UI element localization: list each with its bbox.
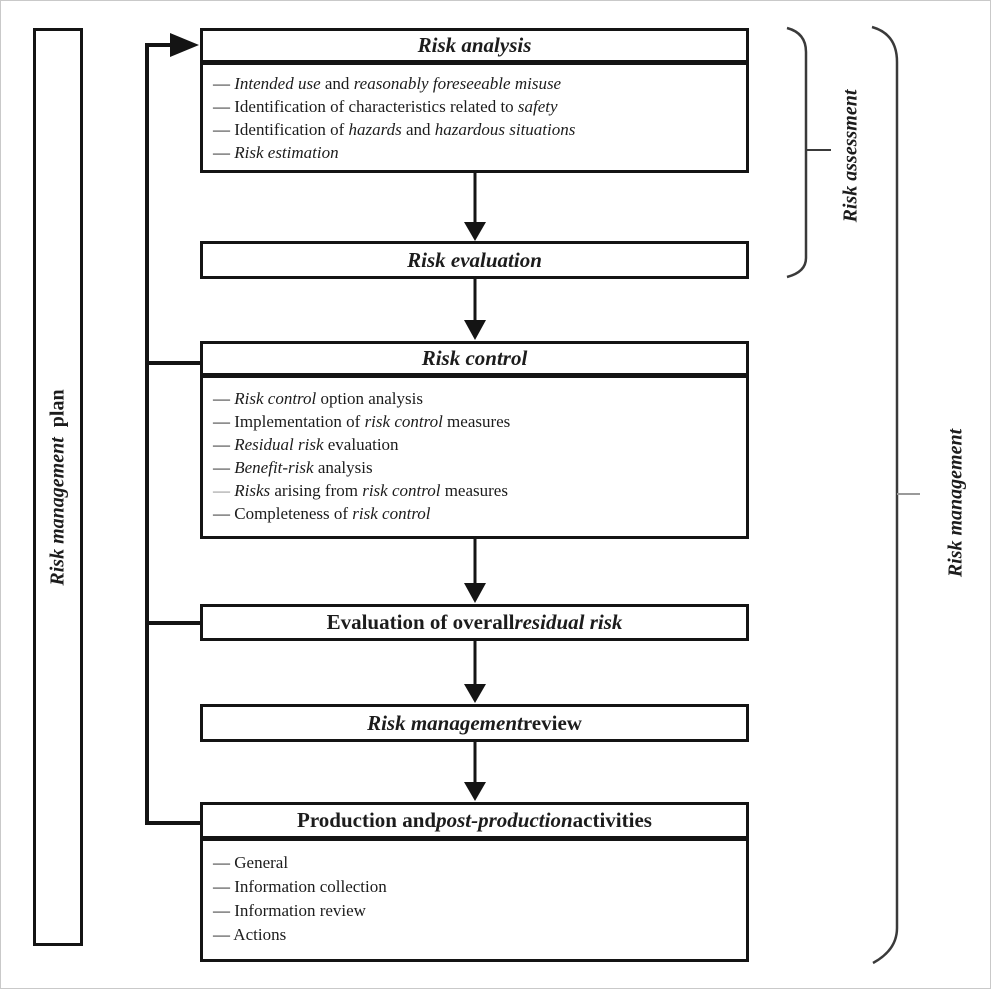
- risk-management-plan-label: Risk management plan: [46, 388, 69, 586]
- risk-management-brace: [871, 25, 920, 965]
- list-item: — Information review: [213, 901, 366, 920]
- list-item: — Benefit-risk analysis: [213, 458, 373, 477]
- list-item: — General: [213, 853, 289, 872]
- risk-management-review-title: Risk management review: [367, 710, 582, 735]
- risk-management-label: Risk management: [944, 428, 967, 578]
- list-item: — Risk control option analysis: [213, 389, 423, 408]
- down-arrowhead-2-icon: [464, 320, 486, 340]
- production-title: Production and post-production activitie…: [203, 805, 746, 841]
- feedback-line: [145, 43, 202, 825]
- list-item: — Risk estimation: [213, 143, 339, 162]
- list-item: — Risks arising from risk control measur…: [213, 481, 508, 500]
- list-item: — Intended use and reasonably foreseeabl…: [213, 74, 562, 93]
- risk-evaluation-box: Risk evaluation: [200, 241, 749, 279]
- risk-analysis-title: Risk analysis: [203, 31, 746, 65]
- risk-analysis-items: — Intended use and reasonably foreseeabl…: [203, 65, 746, 164]
- risk-control-box: Risk control — Risk control option analy…: [200, 341, 749, 539]
- list-item: — Identification of characteristics rela…: [213, 97, 558, 116]
- list-item: — Information collection: [213, 877, 387, 896]
- risk-analysis-box: Risk analysis — Intended use and reasona…: [200, 28, 749, 173]
- list-item: — Actions: [213, 925, 287, 944]
- risk-management-plan-box: Risk management plan: [33, 28, 83, 946]
- down-arrowhead-4-icon: [464, 684, 486, 703]
- risk-assessment-brace: [786, 26, 831, 279]
- down-arrowhead-1-icon: [464, 222, 486, 241]
- list-item: — Residual risk evaluation: [213, 435, 399, 454]
- risk-assessment-label: Risk assessment: [839, 89, 862, 223]
- risk-control-items: — Risk control option analysis — Impleme…: [203, 378, 746, 525]
- overall-residual-risk-title: Evaluation of overall residual risk: [326, 610, 623, 634]
- risk-evaluation-title: Risk evaluation: [407, 247, 542, 272]
- risk-management-review-box: Risk management review: [200, 704, 749, 742]
- overall-residual-risk-box: Evaluation of overall residual risk: [200, 604, 749, 641]
- down-arrowhead-3-icon: [464, 583, 486, 603]
- feedback-arrowhead-icon: [170, 33, 199, 57]
- production-items: — General — Information collection — Inf…: [203, 841, 746, 947]
- risk-control-title: Risk control: [203, 344, 746, 378]
- down-arrowhead-5-icon: [464, 782, 486, 801]
- production-box: Production and post-production activitie…: [200, 802, 749, 962]
- list-item: — Identification of hazards and hazardou…: [213, 120, 576, 139]
- list-item: — Completeness of risk control: [213, 504, 431, 523]
- list-item: — Implementation of risk control measure…: [213, 412, 511, 431]
